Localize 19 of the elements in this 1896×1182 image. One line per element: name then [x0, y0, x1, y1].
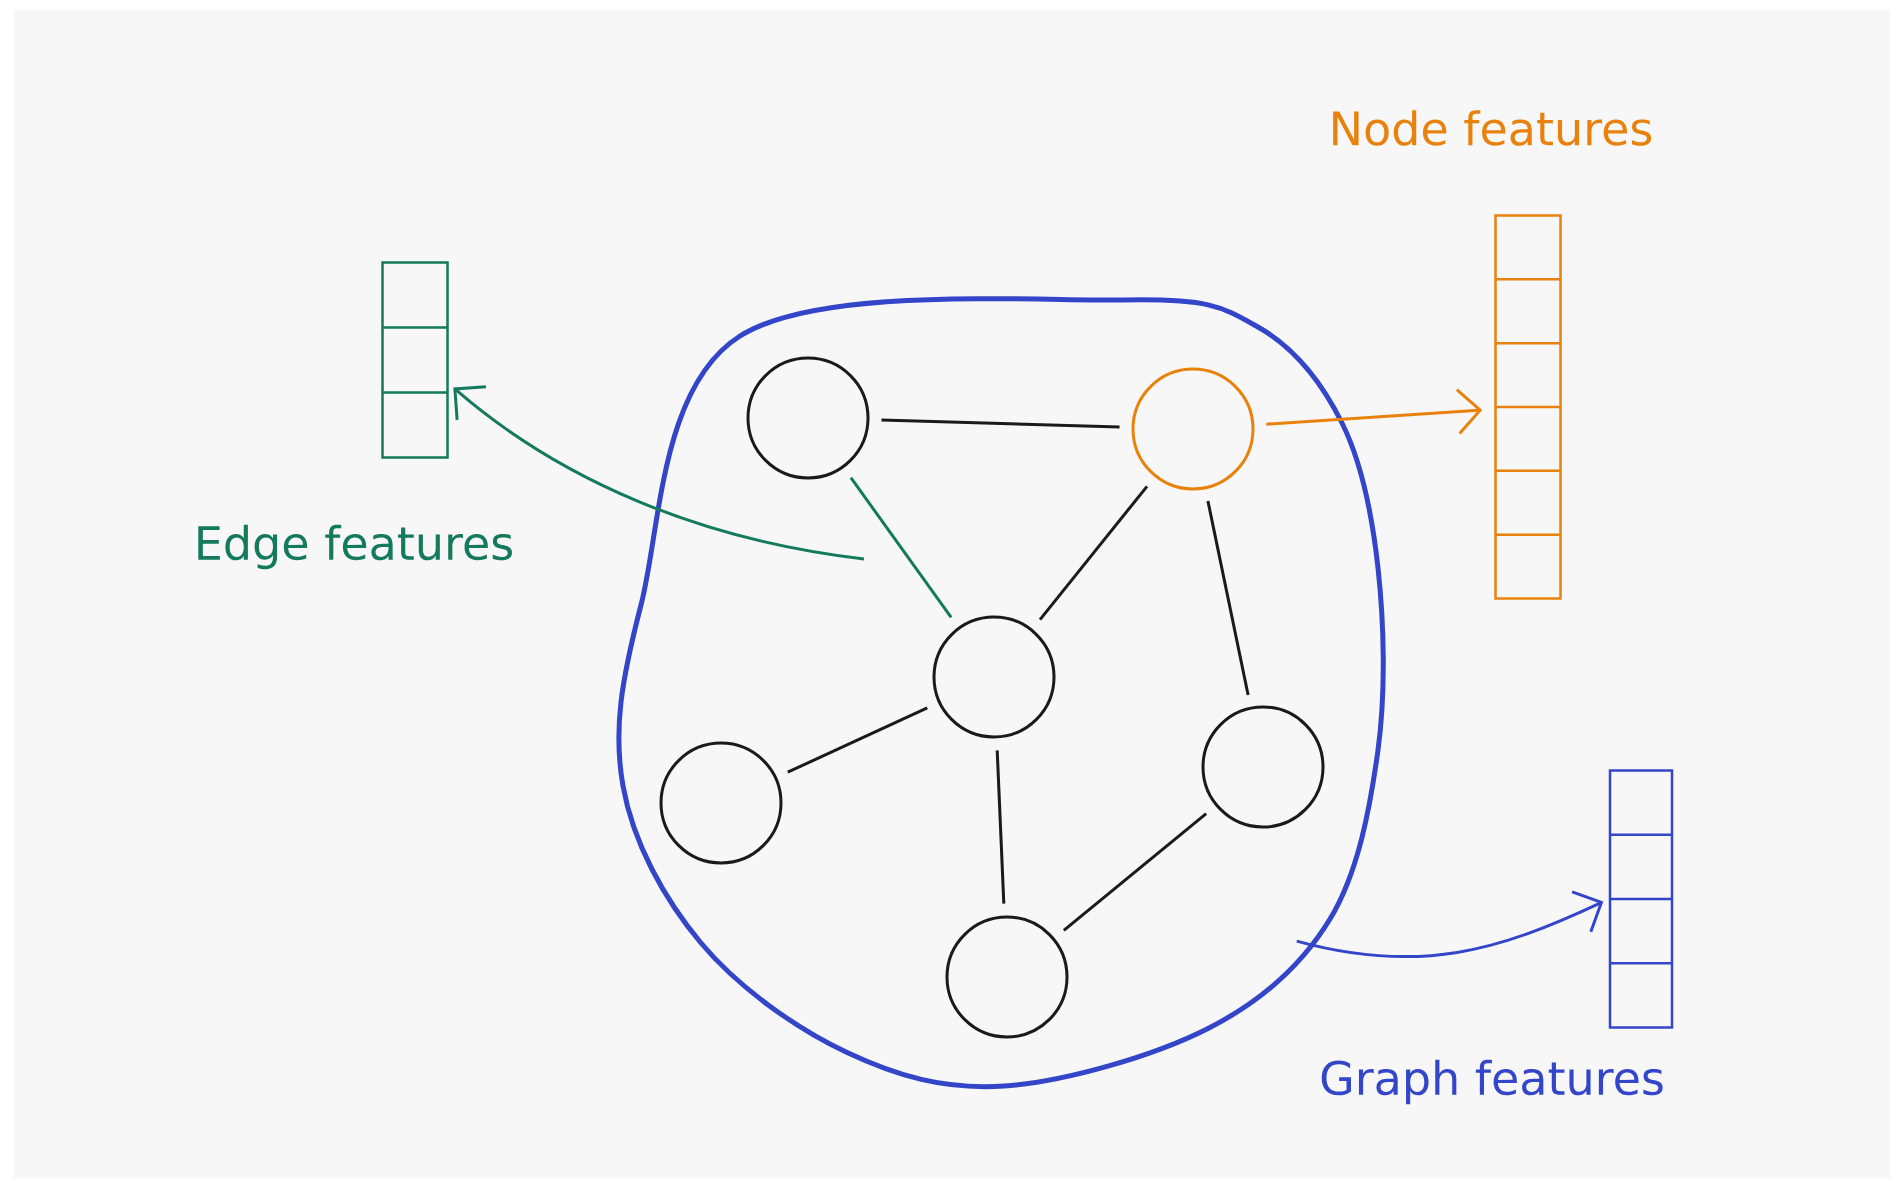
graph-edge-line: [881, 418, 1120, 429]
graph-edge-line: [1206, 500, 1250, 696]
feature-label: Edge features: [198, 524, 512, 570]
graph-node-circle: [659, 741, 783, 865]
arrow: [1296, 890, 1604, 959]
graph-edge-line: [849, 476, 953, 619]
graph-edge-line: [995, 750, 1006, 904]
graph-edge-line: [787, 706, 928, 774]
graph-node-circle: [1201, 705, 1325, 829]
feature-label: Graph features: [1321, 1059, 1663, 1105]
graph-node-circle: [932, 615, 1056, 739]
arrow: [1266, 388, 1483, 435]
graph-edge-line: [1038, 485, 1149, 621]
graph-node-circle: [746, 356, 870, 480]
graph-node-circle: [945, 915, 1069, 1039]
arrow: [453, 385, 865, 561]
graph-edge-line: [1062, 812, 1208, 932]
graph-node-circle: [1131, 367, 1255, 491]
feature-label: Node features: [1333, 110, 1652, 146]
